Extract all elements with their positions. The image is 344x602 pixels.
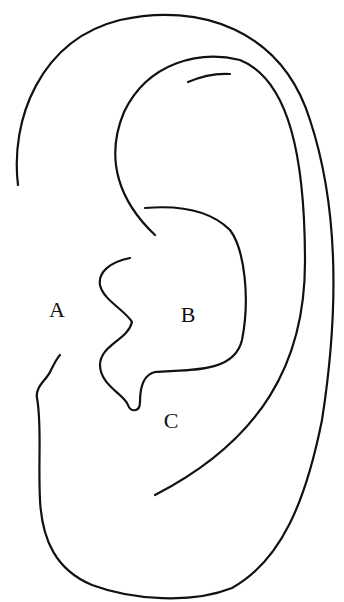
concha-outline [100,207,246,410]
part-label: A [49,299,65,321]
antihelix-line [115,57,305,495]
outer-helix [17,15,334,598]
part-label: C [164,410,179,432]
crus-line [188,74,230,82]
part-label: B [181,304,196,326]
